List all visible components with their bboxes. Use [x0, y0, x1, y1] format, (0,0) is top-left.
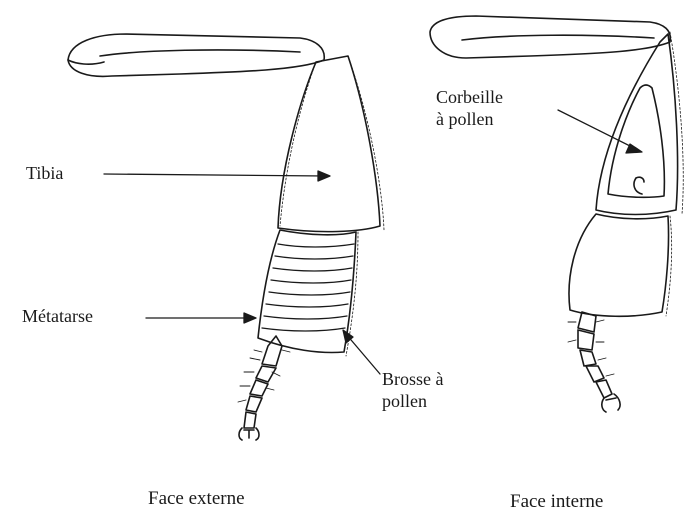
femur-tip [68, 60, 104, 64]
label-corbeille-line2: à pollen [436, 108, 503, 130]
arrowhead-tibia [318, 171, 330, 181]
arrowhead-metatarse [244, 313, 256, 323]
femur-inner-line [100, 50, 300, 56]
tarsi-internal [578, 312, 612, 398]
claw-external [239, 428, 259, 440]
leg-external-view [68, 34, 384, 440]
label-corbeille-line1: Corbeille [436, 86, 503, 108]
femur-internal-line [462, 35, 654, 40]
label-tibia: Tibia [26, 162, 63, 184]
annotation-arrows [104, 110, 642, 374]
label-brosse-line2: pollen [382, 390, 444, 412]
tibia-hairs-left [280, 62, 316, 226]
tarsi-internal-hairs [568, 320, 614, 376]
tarsi-external [244, 336, 282, 428]
label-brosse-a-pollen: Brosse à pollen [382, 368, 444, 412]
arrow-brosse [346, 334, 380, 374]
arrow-corbeille [558, 110, 638, 150]
caption-face-externe: Face externe [148, 488, 245, 510]
metatarse-internal [569, 214, 669, 316]
tibia-external [278, 56, 380, 232]
leg-internal-view [430, 16, 683, 412]
label-metatarse: Métatarse [22, 305, 93, 327]
pollen-basket [608, 85, 664, 197]
pollen-basket-hook [634, 177, 644, 194]
label-corbeille-a-pollen: Corbeille à pollen [436, 86, 503, 130]
label-brosse-line1: Brosse à [382, 368, 444, 390]
pollen-brush-bands [262, 244, 354, 331]
arrow-tibia [104, 174, 326, 176]
caption-face-interne: Face interne [510, 491, 603, 513]
metatarse-external [258, 230, 356, 352]
claw-internal [602, 394, 620, 412]
